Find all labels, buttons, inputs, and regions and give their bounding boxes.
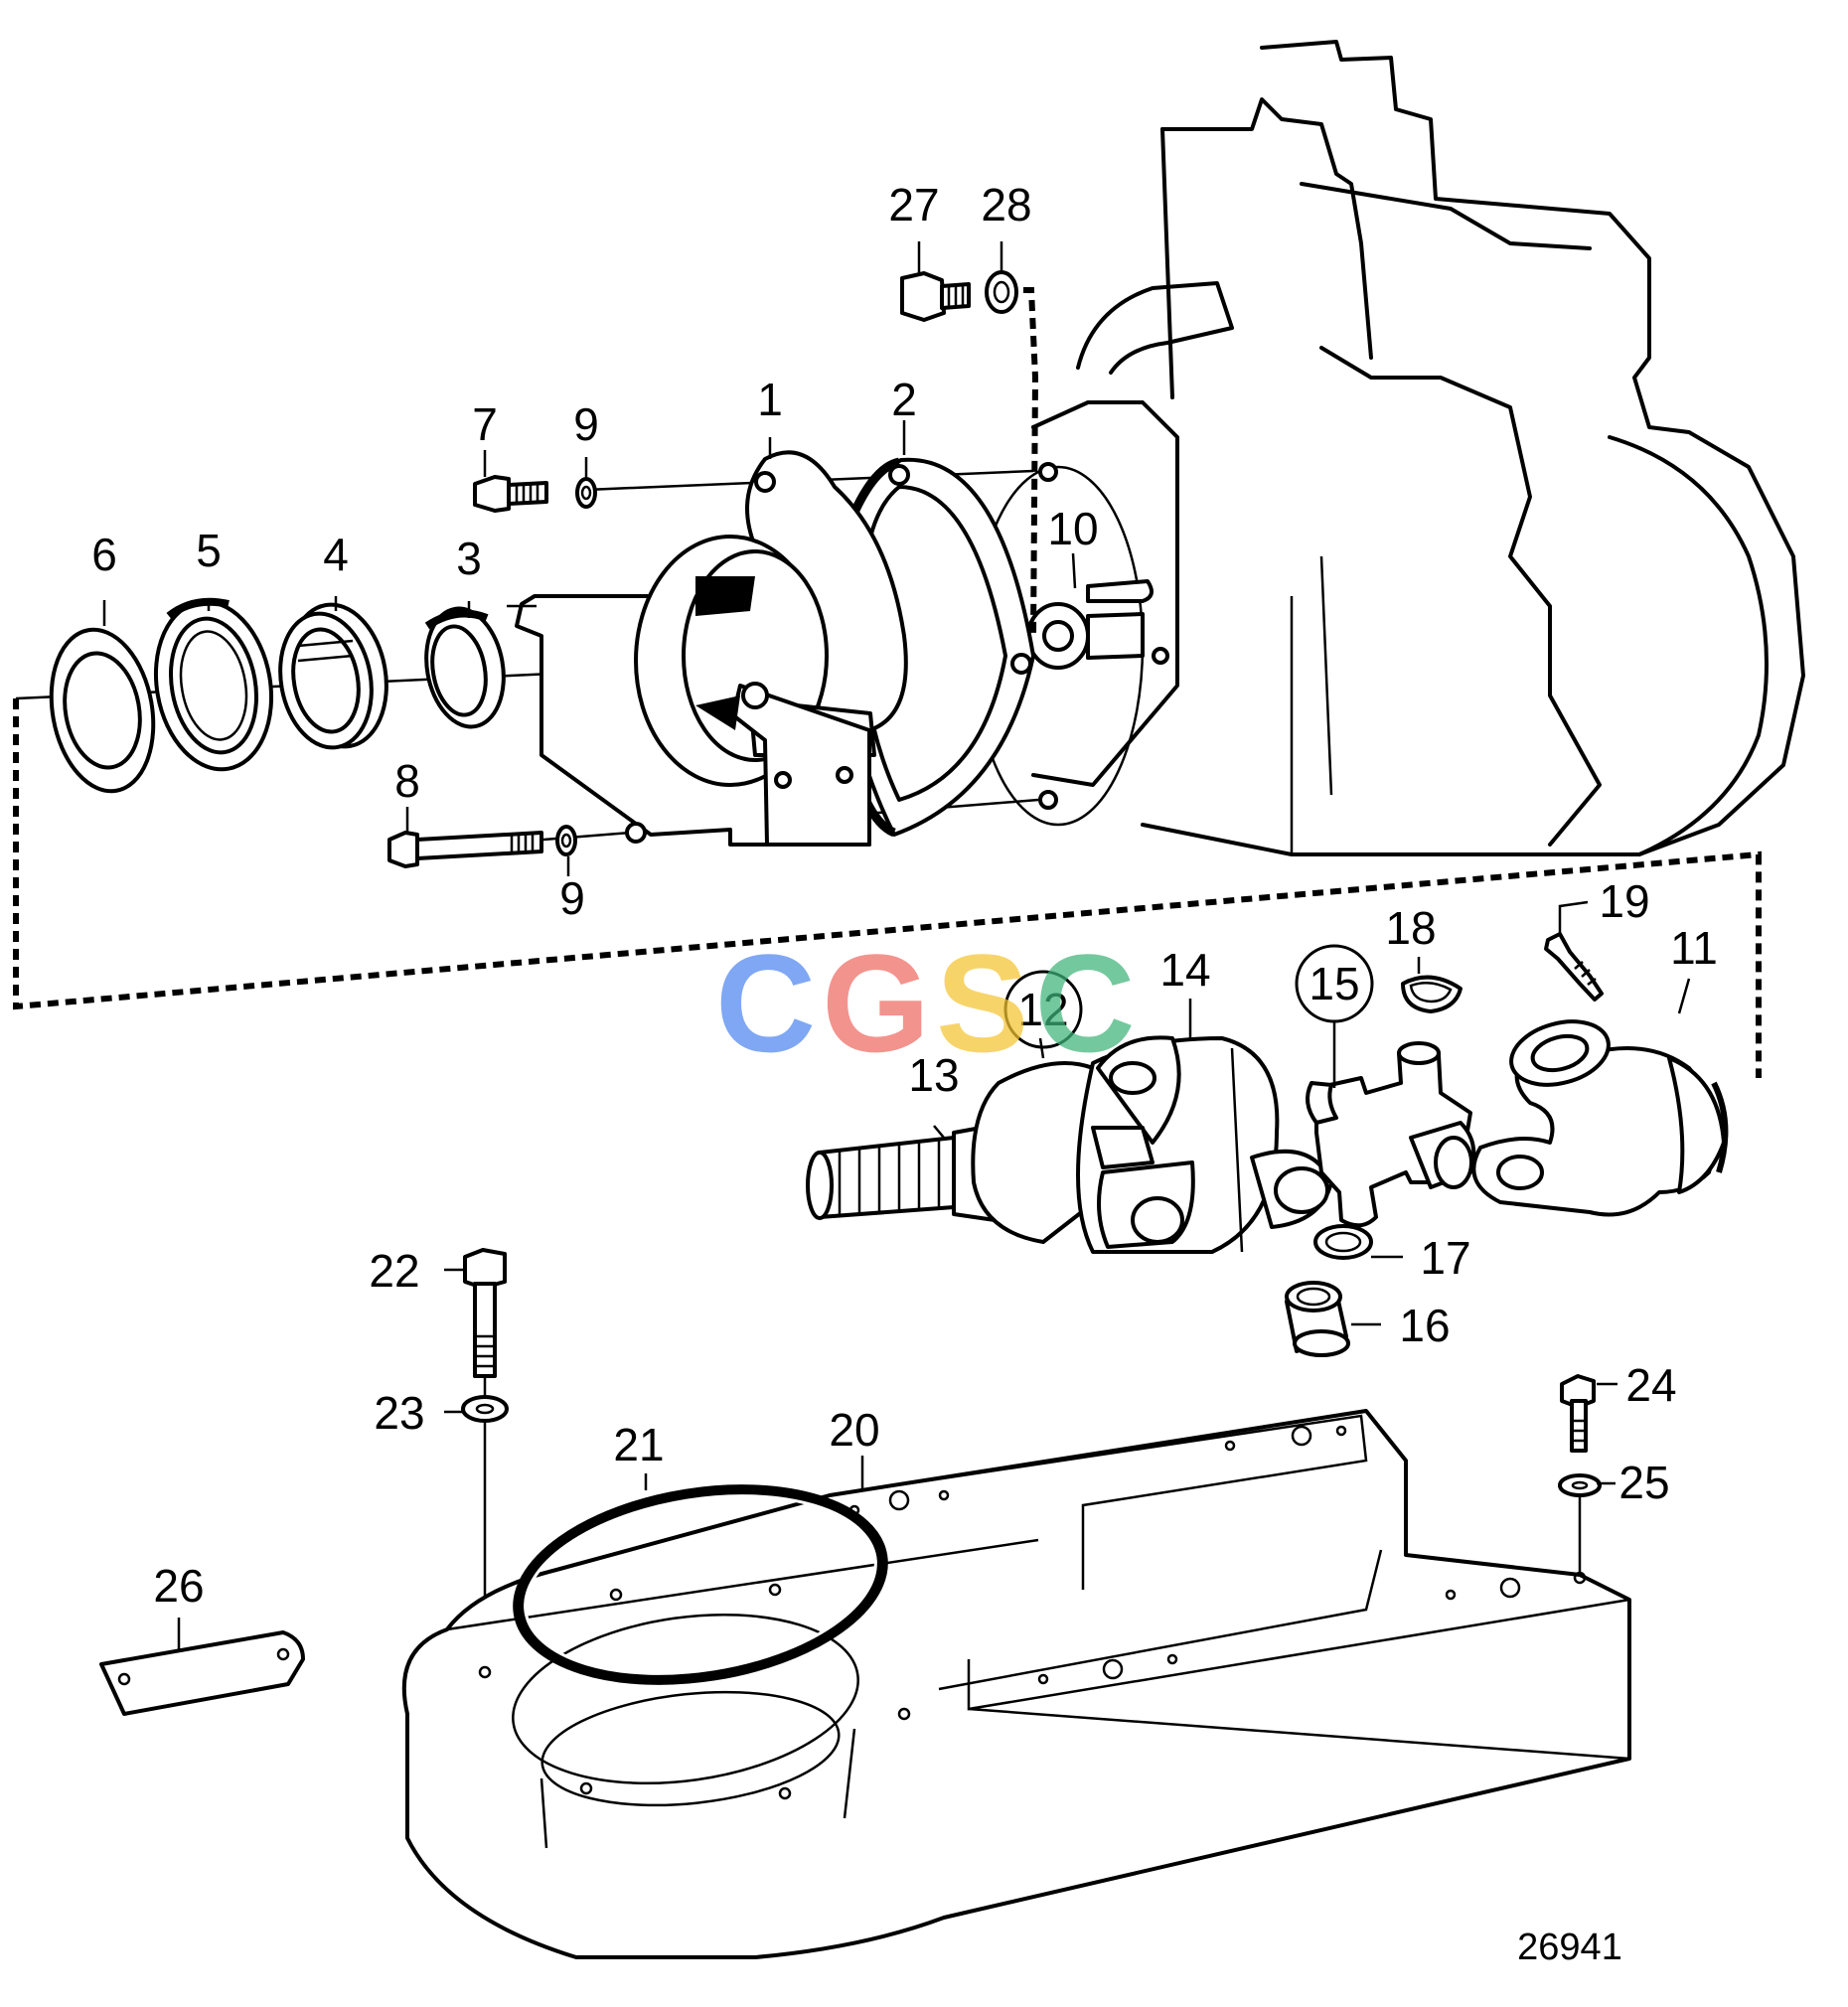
label-part-3: 3 <box>456 533 482 584</box>
label-part-7: 7 <box>472 398 498 450</box>
label-part-2: 2 <box>891 374 917 425</box>
bolt-8 <box>387 831 543 868</box>
watermark-letter: G <box>822 925 931 1081</box>
plate-26 <box>99 1630 305 1716</box>
o-ring-21 <box>513 1484 888 1685</box>
callout-ring-12 <box>1003 970 1083 1049</box>
label-part-12: 12 <box>1017 984 1068 1035</box>
label-part-9-bottom: 9 <box>559 872 585 924</box>
label-part-1: 1 <box>757 374 783 425</box>
label-part-15: 15 <box>1309 958 1359 1009</box>
washer-9-bottom <box>555 825 577 856</box>
seal-17 <box>1313 1224 1373 1260</box>
washer-25 <box>1558 1473 1602 1497</box>
seal-ring-6 <box>49 627 156 794</box>
label-part-14: 14 <box>1159 944 1210 996</box>
callout-ring-15 <box>1295 944 1374 1023</box>
label-part-10: 10 <box>1047 503 1098 554</box>
watermark-letter: S <box>936 925 1029 1081</box>
drawing-number: 26941 <box>1517 1927 1622 1968</box>
label-part-28: 28 <box>981 179 1031 231</box>
label-part-16: 16 <box>1399 1300 1450 1351</box>
label-part-23: 23 <box>374 1387 424 1439</box>
label-part-17: 17 <box>1420 1232 1470 1284</box>
label-part-21: 21 <box>613 1419 664 1470</box>
cross-spider-15 <box>1306 1041 1476 1228</box>
label-part-6: 6 <box>91 529 117 580</box>
engine-block <box>972 40 1805 856</box>
label-part-4: 4 <box>323 529 349 580</box>
bolt-7 <box>473 475 548 513</box>
bearing-housing <box>507 450 908 847</box>
label-part-9-top: 9 <box>573 398 599 450</box>
screw-19 <box>1544 932 1604 1002</box>
label-part-8: 8 <box>394 755 420 807</box>
label-part-5: 5 <box>196 525 222 576</box>
washer-28 <box>985 270 1018 314</box>
bolt-22 <box>463 1248 507 1378</box>
label-part-18: 18 <box>1385 902 1436 954</box>
seal-ring-3 <box>424 606 506 729</box>
yoke-11 <box>1471 1019 1729 1217</box>
circlip-18 <box>1401 975 1463 1013</box>
part-labels: 1 2 3 4 5 6 7 8 9 9 10 11 12 13 14 15 16… <box>91 179 1718 1612</box>
drive-shaft-assembly <box>806 1035 1333 1254</box>
needle-bearing-16 <box>1285 1281 1350 1357</box>
seal-ring-4 <box>278 602 388 750</box>
label-part-13: 13 <box>908 1049 959 1101</box>
label-part-24: 24 <box>1625 1359 1676 1411</box>
washer-23 <box>461 1395 509 1423</box>
watermark-letter: C <box>715 925 817 1081</box>
seal-rings <box>49 597 506 794</box>
label-part-25: 25 <box>1618 1457 1669 1508</box>
label-part-20: 20 <box>829 1404 879 1456</box>
bolt-24 <box>1560 1374 1596 1453</box>
watermark-logo: C G S C <box>715 934 1136 1073</box>
label-part-27: 27 <box>888 179 939 231</box>
label-part-26: 26 <box>153 1560 204 1612</box>
base-frame-20 <box>401 1409 1631 1959</box>
label-part-11: 11 <box>1670 922 1718 974</box>
watermark-letter: C <box>1034 925 1136 1081</box>
plug-27 <box>900 271 971 322</box>
label-part-19: 19 <box>1599 875 1649 927</box>
seal-ring-5 <box>153 597 274 772</box>
leader-lines <box>102 241 1691 1649</box>
label-part-22: 22 <box>369 1245 419 1297</box>
washer-9-top <box>575 477 597 509</box>
